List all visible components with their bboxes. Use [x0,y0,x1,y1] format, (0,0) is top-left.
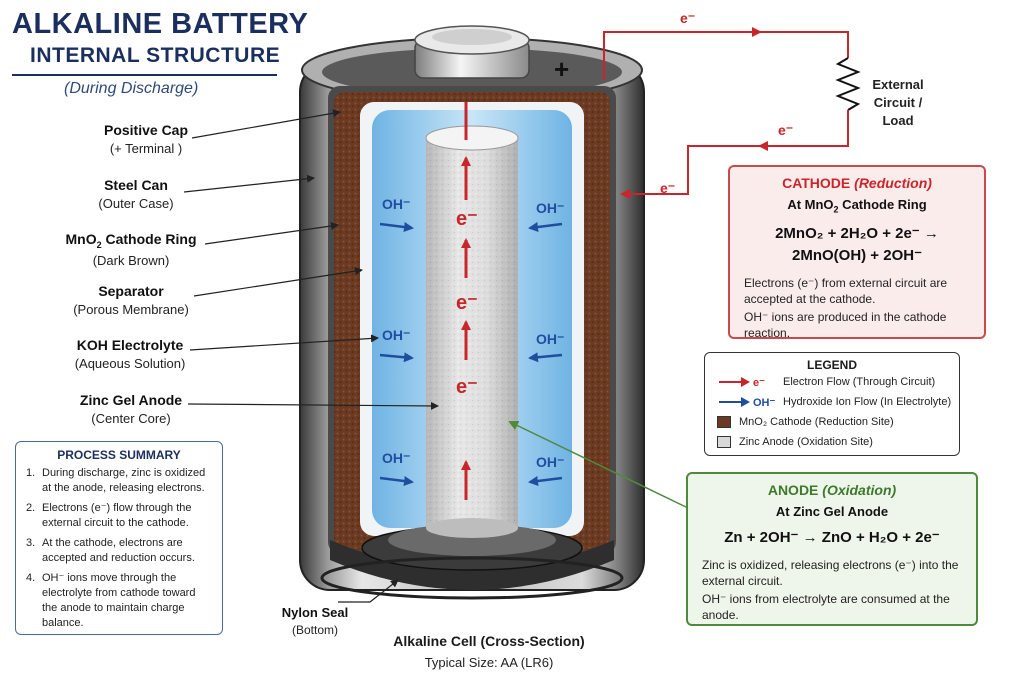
summary-list: 1.During discharge, zinc is oxidized at … [16,462,222,631]
terminal-plus-symbol: + [554,54,570,84]
label-mno2-cathode: MnO2 Cathode Ring (Dark Brown) [65,231,197,268]
legend-item-anode: Zinc Anode (Oxidation Site) [705,432,959,452]
process-summary-box: PROCESS SUMMARY 1.During discharge, zinc… [15,441,223,635]
caption-sub: Typical Size: AA (LR6) [424,655,554,670]
legend-item-cathode: MnO₂ Cathode (Reduction Site) [705,412,959,432]
external-circuit-label: External Circuit / Load [872,77,924,128]
summary-item: 1.During discharge, zinc is oxidized at … [26,467,206,494]
ion-label-1: OH⁻ [382,196,411,212]
anode-pointer [508,420,689,509]
leader-separator [193,267,363,297]
load-resistor [835,57,861,111]
label-steel-can: Steel Can (Outer Case) [98,177,174,211]
electron-label-top: e⁻ [680,10,696,26]
leader-zinc-anode [187,401,439,410]
title-line-2: INTERNAL STRUCTURE [30,44,281,67]
anode-text-2: OH⁻ ions from electrolyte are consumed a… [702,592,950,622]
electron-label-entry: e⁻ [660,180,676,196]
cathode-equation: 2MnO₂ + 2H₂O + 2e⁻ → 2MnO(OH) + 2OH⁻ [775,224,939,264]
ion-label-5: OH⁻ [382,450,411,466]
external-circuit-wire-bottom [620,110,849,199]
red-arrow-icon [719,377,750,387]
anode-info-box: ANODE (Oxidation) At Zinc Gel Anode Zn +… [686,472,978,626]
summary-item: 3.At the cathode, electrons are accepted… [26,537,195,564]
ion-label-6: OH⁻ [536,454,565,470]
summary-title: PROCESS SUMMARY [57,448,181,462]
label-zinc-anode: Zinc Gel Anode (Center Core) [79,392,183,426]
label-nylon-seal: Nylon Seal (Bottom) [281,605,349,637]
nylon-seal-shape [330,540,614,590]
ion-label-3: OH⁻ [382,327,411,343]
legend-title: LEGEND [806,358,857,372]
summary-item: 4.OH⁻ ions move through the electrolyte … [26,572,196,629]
cathode-subtitle: At MnO2 Cathode Ring [787,197,927,215]
ion-label-2: OH⁻ [536,200,565,216]
cathode-info-box: CATHODE (Reduction) At MnO2 Cathode Ring… [728,165,986,340]
electron-label-right: e⁻ [778,122,794,138]
title-divider [12,74,277,76]
brown-swatch-icon [717,416,731,428]
leader-nylon-seal [338,579,399,603]
leader-steel-can [183,174,315,193]
ion-label-4: OH⁻ [536,331,565,347]
anode-subtitle: At Zinc Gel Anode [775,504,889,519]
label-separator: Separator (Porous Membrane) [73,283,189,317]
core-electron-label-2: e⁻ [456,292,478,314]
legend-item-electron: e⁻ Electron Flow (Through Circuit) [705,372,959,392]
cathode-text-1: Electrons (e⁻) from external circuit are… [744,275,948,306]
grey-swatch-icon [717,436,731,448]
ion-arrows [379,222,563,486]
anode-text-1: Zinc is oxidized, releasing electrons (e… [702,558,959,588]
legend-box: LEGEND e⁻ Electron Flow (Through Circuit… [704,352,960,456]
caption-main: Alkaline Cell (Cross-Section) [393,633,585,649]
label-positive-cap: Positive Cap (+ Terminal ) [103,122,189,156]
legend-item-ion: OH⁻ Hydroxide Ion Flow (In Electrolyte) [705,392,959,412]
core-electron-label-3: e⁻ [456,376,478,398]
anode-title: ANODE (Oxidation) [767,482,897,498]
label-koh-electrolyte: KOH Electrolyte (Aqueous Solution) [74,337,186,371]
leader-positive-cap [191,109,341,139]
leader-koh [189,334,379,351]
core-electron-label-1: e⁻ [456,208,478,230]
title-line-3: (During Discharge) [64,80,199,97]
cathode-text-2: OH⁻ ions are produced in the cathode rea… [744,309,947,340]
summary-item: 2.Electrons (e⁻) flow through the extern… [26,502,192,529]
cathode-title: CATHODE (Reduction) [782,175,932,191]
blue-arrow-icon [719,397,750,407]
title-line-1: ALKALINE BATTERY [12,8,309,40]
leader-mno2 [204,222,339,245]
anode-equation: Zn + 2OH⁻ → ZnO + H₂O + 2e⁻ [724,529,940,546]
